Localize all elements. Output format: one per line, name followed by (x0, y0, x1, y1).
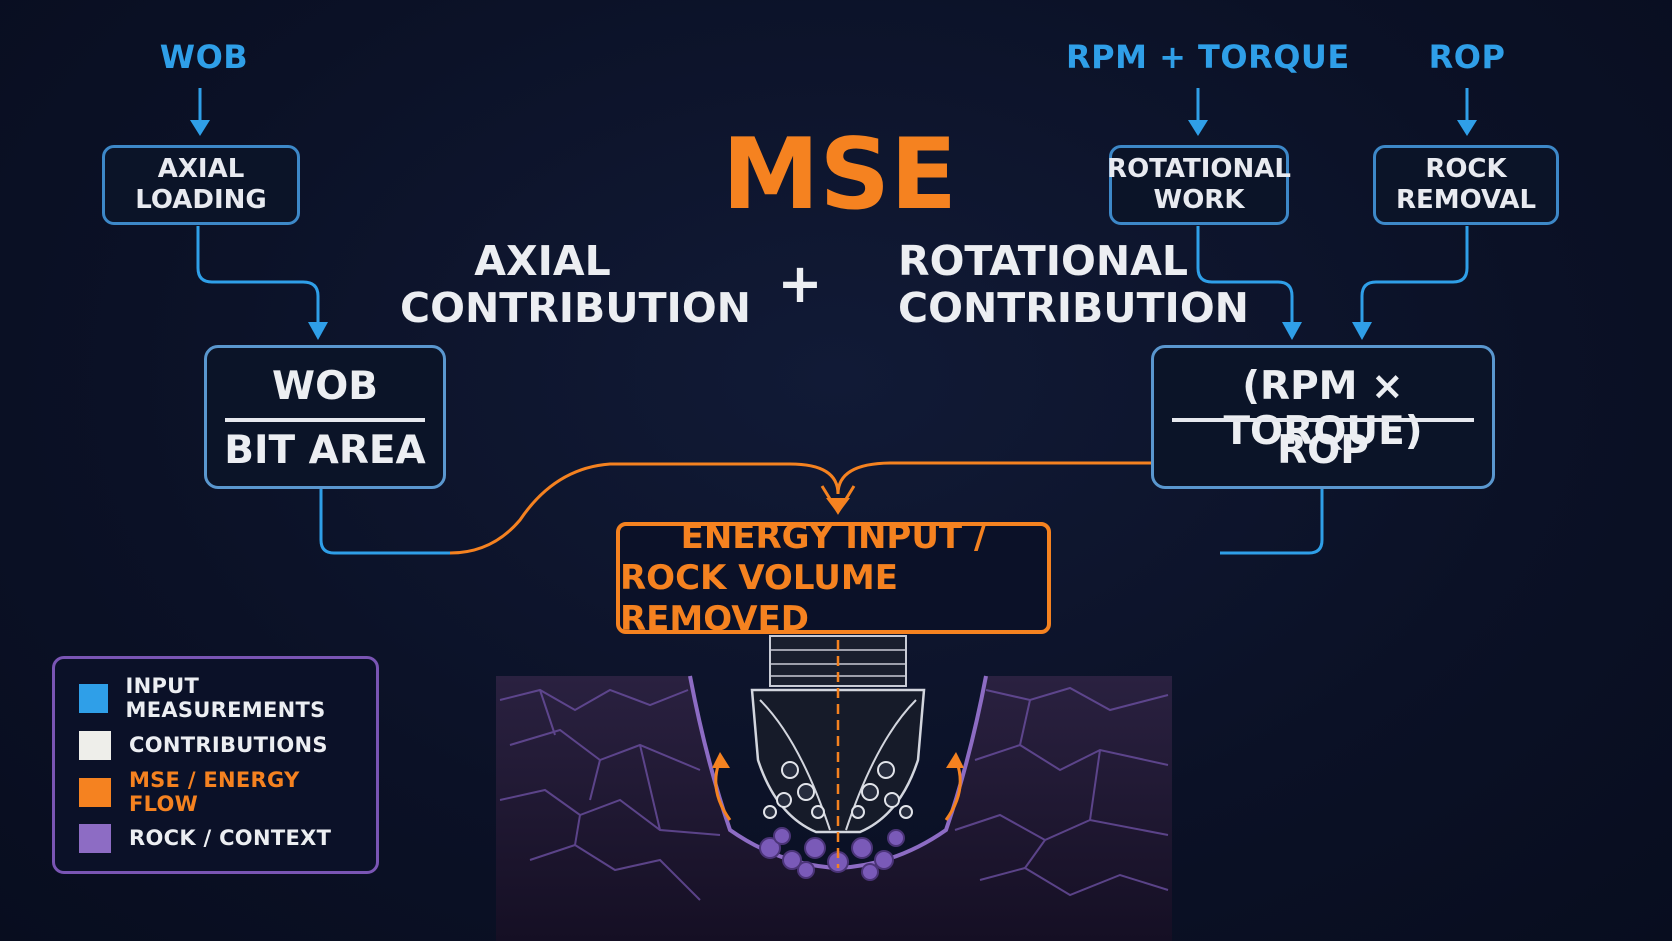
rock-removal-line1: ROCK (1425, 154, 1507, 184)
axial-loading-line1: AXIAL (157, 154, 245, 184)
rotational-work-connector (1196, 226, 1294, 326)
legend: INPUT MEASUREMENTS CONTRIBUTIONS MSE / E… (52, 656, 379, 874)
axial-loading-connector (196, 226, 320, 326)
axial-contribution-line1: AXIAL (474, 237, 611, 285)
legend-label-rock: ROCK / CONTEXT (129, 826, 332, 850)
axial-contribution-label: AXIAL CONTRIBUTION (400, 237, 751, 332)
legend-label-energy: MSE / ENERGY FLOW (128, 768, 300, 816)
axial-denominator: BIT AREA (224, 428, 426, 473)
rotational-work-line2: WORK (1153, 185, 1245, 215)
axial-formula-outlet (319, 489, 450, 555)
rop-input-label: ROP (1428, 38, 1506, 76)
rotational-contribution-line2: CONTRIBUTION (898, 284, 1249, 332)
legend-swatch-input (79, 683, 108, 713)
rotational-energy-flow (836, 461, 1151, 495)
page-title: MSE (722, 118, 958, 232)
wob-input-label: WOB (159, 38, 249, 76)
rotational-contribution-label: ROTATIONAL CONTRIBUTION (898, 237, 1249, 332)
legend-label-contributions: CONTRIBUTIONS (129, 733, 328, 757)
legend-item-rock: ROCK / CONTEXT (79, 823, 331, 853)
axial-fraction-bar (225, 418, 425, 422)
axial-formula-box: WOB BIT AREA (204, 345, 446, 489)
rotational-contribution-line1: ROTATIONAL (898, 237, 1189, 285)
legend-swatch-contributions (79, 730, 111, 760)
cuttings-icon (759, 827, 905, 881)
legend-item-energy: MSE / ENERGY FLOW (79, 768, 376, 816)
legend-item-contributions: CONTRIBUTIONS (79, 730, 328, 760)
rock-removal-line2: REMOVAL (1395, 185, 1537, 215)
energy-line2: ROCK VOLUME REMOVED (620, 557, 898, 639)
rotational-fraction-bar (1172, 418, 1474, 422)
axial-loading-line2: LOADING (135, 185, 267, 215)
legend-swatch-energy (79, 777, 111, 807)
rock-removal-connector (1360, 226, 1469, 326)
rotational-formula-box: (RPM × TORQUE) ROP (1151, 345, 1495, 489)
axial-contribution-line2: CONTRIBUTION (400, 284, 751, 332)
legend-item-input: INPUT MEASUREMENTS (79, 674, 376, 722)
energy-line1: ENERGY INPUT / (680, 516, 987, 557)
rock-formation-icon (496, 675, 1172, 941)
drill-bit-icon (712, 635, 964, 868)
axial-numerator: WOB (272, 364, 378, 409)
plus-sign: + (777, 252, 823, 315)
rpm-torque-input-label: RPM + TORQUE (1066, 38, 1350, 76)
rotational-work-line1: ROTATIONAL (1107, 154, 1291, 184)
rotational-numerator: (RPM × TORQUE) (1223, 364, 1423, 454)
rotational-denominator: ROP (1277, 428, 1369, 473)
energy-box: ENERGY INPUT / ROCK VOLUME REMOVED (616, 517, 1051, 639)
legend-label-input: INPUT MEASUREMENTS (125, 674, 326, 722)
axial-energy-flow (449, 462, 840, 555)
legend-swatch-rock (79, 823, 111, 853)
rotational-formula-outlet (1220, 489, 1324, 555)
